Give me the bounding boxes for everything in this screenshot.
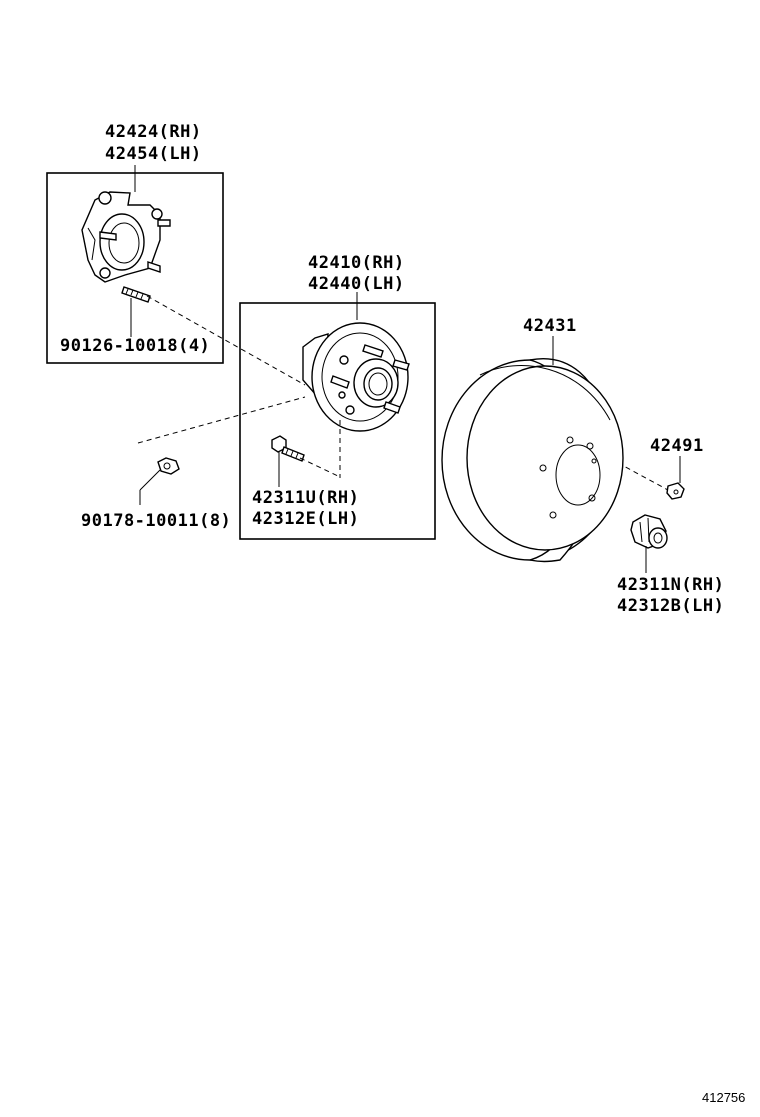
- hub-bearing-drawing: [302, 322, 410, 432]
- knuckle-rh-label: 42424(RH): [105, 122, 202, 142]
- hub-nut-leader: [139, 469, 161, 491]
- wheel-nut-lh-label: 42312B(LH): [617, 596, 725, 616]
- knuckle-bolt-label: 90126-10018(4): [60, 336, 211, 356]
- disc-label: 42431: [523, 316, 577, 336]
- knuckle-to-hub-dash: [146, 295, 306, 386]
- bolt-to-hub-dash: [299, 457, 339, 477]
- knuckle-lh-label: 42454(LH): [105, 144, 202, 164]
- nut-to-hub-dash: [137, 396, 306, 444]
- hub-nut-drawing: [157, 457, 180, 475]
- hub-lh-label: 42440(LH): [308, 274, 405, 294]
- hub-bolt-rh-label: 42311U(RH): [252, 488, 360, 508]
- knuckle-bolt-drawing: [121, 286, 151, 303]
- hub-group-box: [239, 302, 436, 540]
- hub-nut-label: 90178-10011(8): [81, 511, 232, 531]
- knuckle-drawing: [81, 191, 171, 283]
- figure-number: 412756: [702, 1090, 746, 1105]
- hub-rh-label: 42410(RH): [308, 253, 405, 273]
- wheel-nut-rh-label: 42311N(RH): [617, 575, 725, 595]
- brake-disc-drawing: [441, 358, 624, 563]
- disc-screw-label: 42491: [650, 436, 704, 456]
- hub-bolt-drawing: [271, 435, 305, 462]
- disc-screw-drawing: [666, 482, 685, 500]
- hub-bolt-lh-label: 42312E(LH): [252, 509, 360, 529]
- wheel-nut-drawing: [630, 514, 668, 549]
